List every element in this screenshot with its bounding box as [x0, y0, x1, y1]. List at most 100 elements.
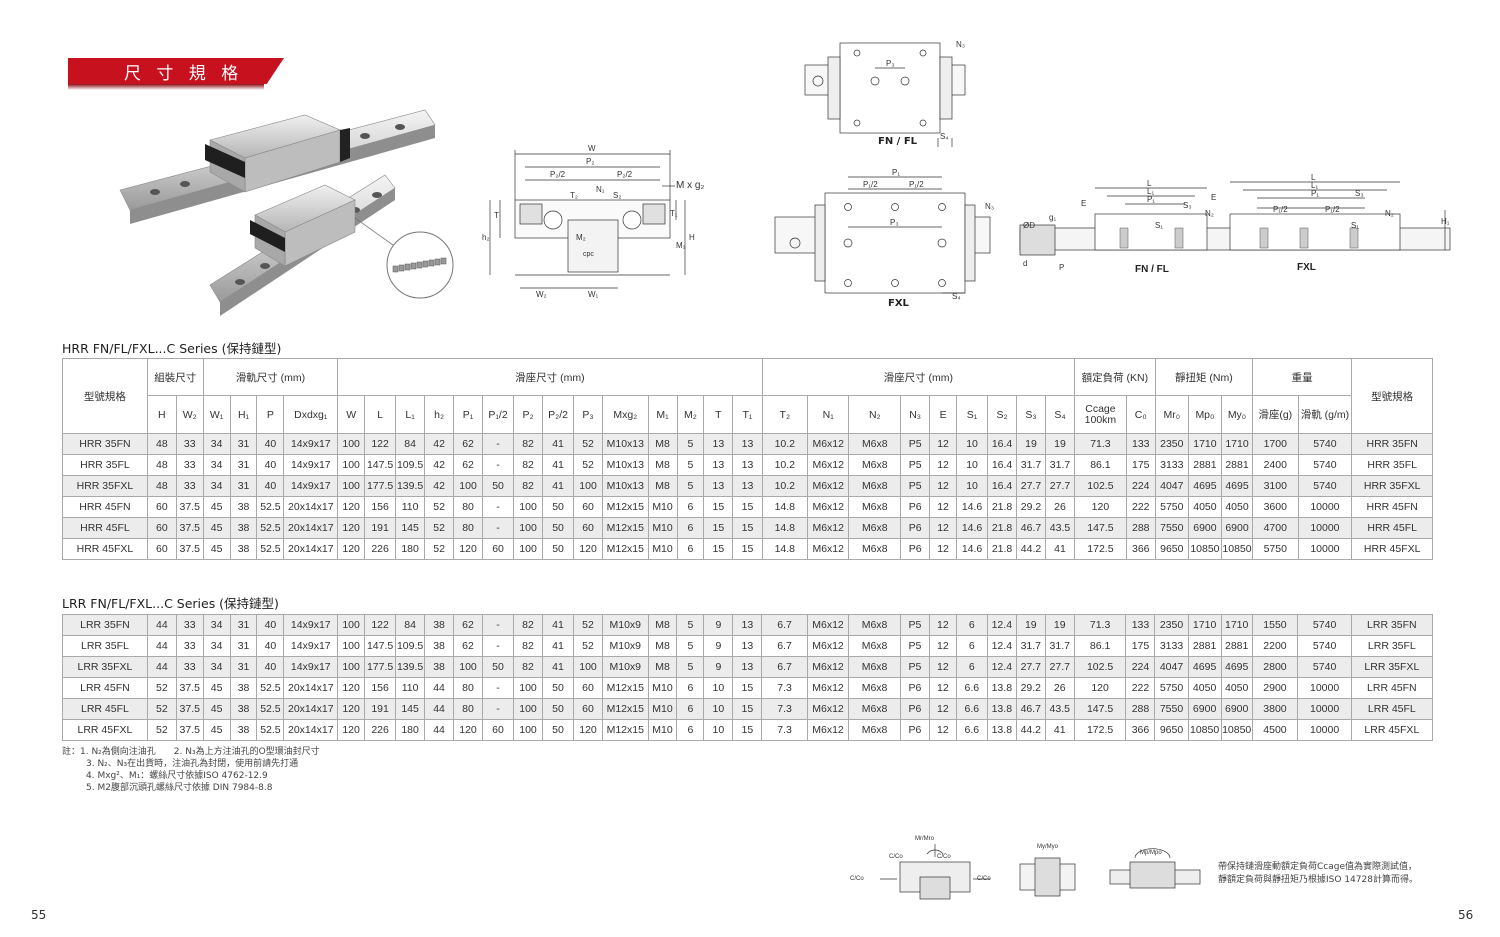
- label-e-b: E: [1211, 193, 1216, 202]
- table-cell: 120: [337, 496, 366, 518]
- table-cell: 40: [256, 433, 285, 455]
- table-cell: 6900: [1187, 698, 1222, 720]
- table-cell: M12x15: [602, 719, 649, 741]
- label-p1-half: P₁/2: [863, 180, 878, 189]
- table-cell: LRR 45FL: [62, 698, 148, 720]
- table-cell: 38: [424, 635, 455, 657]
- table-cell: 222: [1125, 677, 1156, 699]
- table-cell: 48: [146, 475, 177, 497]
- note-line: 5. M2腹部沉頭孔螺絲尺寸依據 DIN 7984-8.8: [86, 783, 273, 793]
- table-cell: M6x8: [848, 698, 901, 720]
- table-cell: 6: [676, 517, 705, 539]
- table-cell: 1710: [1187, 614, 1222, 636]
- label-t: T: [494, 211, 499, 220]
- label-od: ØD: [1023, 221, 1035, 230]
- table-cell: 40: [256, 635, 285, 657]
- table-cell: 120: [337, 698, 366, 720]
- table-cell: 4695: [1187, 656, 1222, 678]
- table-cell: 4047: [1154, 475, 1189, 497]
- label-w2: W₂: [536, 290, 547, 299]
- table-cell: M10x13: [602, 475, 649, 497]
- table-cell: 13: [732, 656, 763, 678]
- label-h: H: [689, 233, 695, 242]
- column-header: H₁: [229, 395, 258, 434]
- table-cell: 52: [573, 635, 603, 657]
- table-cell: 48: [146, 433, 177, 455]
- table-cell: 120: [337, 677, 366, 699]
- table-cell: 29.2: [1015, 677, 1046, 699]
- table-cell: 34: [202, 433, 231, 455]
- note-line: 3. N₂、N₃在出貨時，注油孔為封閉，使用前請先打通: [86, 759, 299, 769]
- label-s2: S₂: [613, 191, 621, 200]
- table-cell: 50: [542, 538, 575, 560]
- table-cell: 3600: [1252, 496, 1299, 518]
- table-cell: 62: [453, 614, 483, 636]
- label-d: d: [1023, 259, 1027, 268]
- table-cell: 10: [956, 454, 989, 476]
- table-cell: 7.3: [761, 698, 808, 720]
- table-cell: 177.5: [364, 475, 397, 497]
- table-cell: 6: [676, 698, 705, 720]
- table-cell: 9650: [1154, 538, 1189, 560]
- table-cell: 5: [676, 433, 705, 455]
- label-mxg2: M x g₂: [676, 180, 704, 191]
- table-cell: HRR 45FXL: [62, 538, 148, 560]
- table-cell: 7550: [1154, 517, 1189, 539]
- table-cell: 37.5: [175, 538, 204, 560]
- table-cell: 224: [1125, 656, 1156, 678]
- table-cell: M6x12: [806, 614, 850, 636]
- table-cell: 13.8: [986, 677, 1017, 699]
- table-cell: M12x15: [602, 677, 649, 699]
- table-cell: -: [481, 635, 515, 657]
- table-cell: 19: [1015, 614, 1046, 636]
- table-cell: 34: [202, 656, 231, 678]
- table-cell: 3133: [1154, 635, 1189, 657]
- table-cell: 145: [395, 517, 426, 539]
- table-cell: 3800: [1251, 698, 1299, 720]
- table-cell: 288: [1125, 698, 1156, 720]
- table-cell: 4695: [1220, 656, 1253, 678]
- top-view-fxl: P₁ P₁/2 P₁/2 P₃ N₃ S₄: [770, 165, 1000, 300]
- table-cell: 147.5: [364, 635, 397, 657]
- side-note-line: 帶保持鏈滑座動額定負荷Ccage值為實際測試值，: [1218, 862, 1417, 872]
- caption-side-fn-fl: FN / FL: [1135, 264, 1169, 275]
- table-cell: 14x9x17: [283, 614, 339, 636]
- table-cell: M6x8: [848, 677, 901, 699]
- table-cell: 175: [1125, 454, 1156, 476]
- caption-side-fxl: FXL: [1297, 262, 1316, 273]
- table-cell: 37.5: [175, 517, 204, 539]
- label-p1-b: P₁: [1311, 189, 1319, 198]
- table-cell: 15: [732, 517, 763, 539]
- table-cell: 60: [482, 538, 515, 560]
- table-cell: 4695: [1187, 475, 1222, 497]
- table-cell: M6x8: [848, 433, 902, 455]
- column-header: L₁: [395, 395, 426, 434]
- banner-shadow: [68, 84, 264, 90]
- table-cell: HRR 35FL: [62, 454, 148, 476]
- table-cell: 5740: [1297, 656, 1352, 678]
- table-cell: 31.7: [1044, 454, 1076, 476]
- table-cell: M6x12: [807, 475, 850, 497]
- table-cell: 120: [1073, 677, 1127, 699]
- column-header: W: [337, 395, 366, 434]
- table-cell: 14.8: [761, 517, 809, 539]
- table-cell: 34: [202, 475, 231, 497]
- column-header: 滑軌 (g/m): [1297, 395, 1353, 434]
- table-cell: -: [482, 496, 515, 518]
- label-g1: g₁: [1049, 213, 1056, 222]
- table-cell: 60: [146, 538, 177, 560]
- table-cell: M10x9: [602, 614, 649, 636]
- table-cell: 10850: [1187, 719, 1222, 741]
- table-cell: 180: [395, 538, 426, 560]
- table-cell: 1710: [1187, 433, 1222, 455]
- table-cell: M8: [647, 433, 678, 455]
- table-cell: 12: [928, 677, 957, 699]
- table-cell: 10850: [1220, 538, 1254, 560]
- table-cell: HRR 35FXL: [62, 475, 148, 497]
- table-cell: -: [481, 698, 515, 720]
- table-cell: 31: [229, 656, 258, 678]
- column-header: W₂: [175, 395, 204, 434]
- column-header: P: [256, 395, 285, 434]
- table-cell: 156: [364, 496, 397, 518]
- table-cell: 38: [229, 517, 258, 539]
